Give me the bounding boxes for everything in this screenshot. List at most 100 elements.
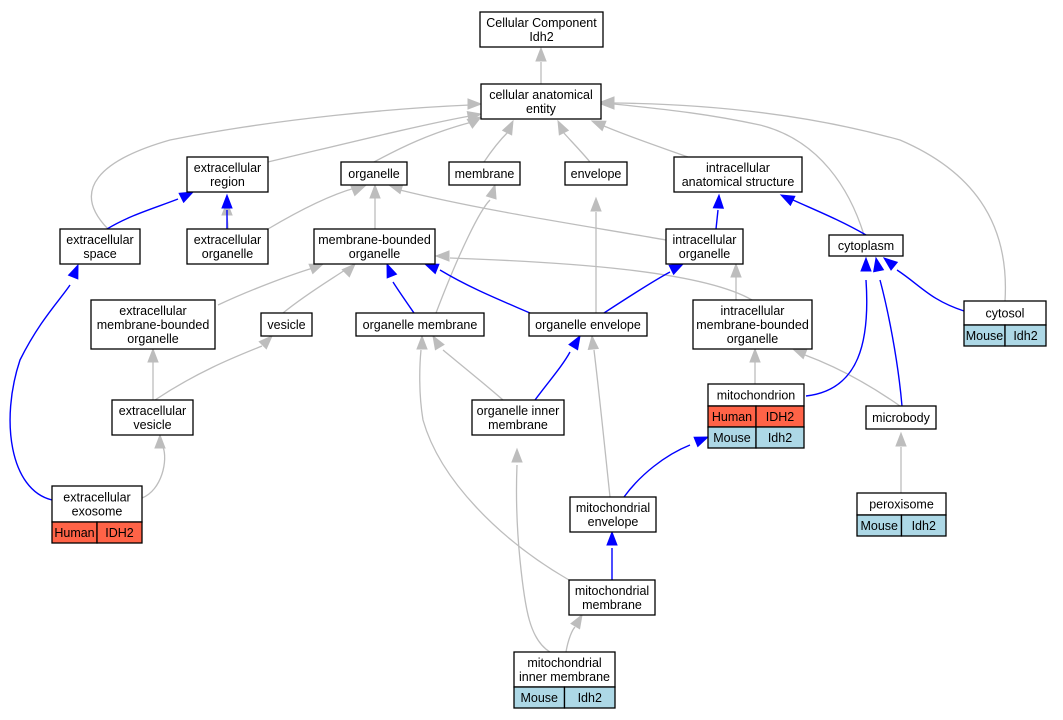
edge-line [399, 189, 667, 241]
edge-arrowhead [423, 263, 440, 275]
edge-arrowhead [587, 334, 600, 351]
node-label: extracellular [194, 233, 261, 247]
edge-arrowhead [258, 335, 273, 350]
node-label: organelle [727, 332, 778, 346]
node-label: organelle inner [477, 404, 560, 418]
edge-arrowhead [791, 348, 808, 360]
go-term-node[interactable]: organelle envelope [528, 312, 648, 337]
edge-line [792, 199, 867, 236]
edge-arrowhead [501, 119, 514, 136]
node-box [51, 485, 143, 523]
edge-arrowhead [590, 120, 607, 132]
edge-line [282, 269, 346, 314]
node-label: entity [526, 102, 557, 116]
edge-arrowhead [350, 185, 367, 197]
human-annotation-cell: IDH2 [755, 405, 805, 428]
cell-label: Mouse [860, 519, 898, 533]
edge-arrowhead [749, 347, 761, 363]
node-label: mitochondrial [527, 656, 601, 670]
go-term-node[interactable]: microbody [865, 405, 937, 430]
human-annotation-cell: IDH2 [96, 521, 143, 544]
node-label: mitochondrion [717, 389, 796, 403]
node-label: intracellular [673, 233, 737, 247]
node-label: organelle [202, 247, 253, 261]
edge-line [593, 349, 611, 498]
edge-line [373, 121, 473, 163]
cell-label: Mouse [520, 691, 558, 705]
edge-arrowhead [557, 119, 570, 136]
edge-arrowhead [434, 250, 450, 262]
edge-arrowhead [712, 193, 725, 209]
node-box [564, 161, 628, 186]
node-label: intracellular [706, 161, 770, 175]
edge-arrowhead [895, 431, 907, 447]
edge-line [267, 115, 471, 163]
edge-arrowhead [606, 530, 618, 546]
node-box [186, 156, 269, 193]
mouse-annotation-cell: Idh2 [900, 514, 947, 537]
edge-line [90, 104, 471, 230]
edge-line [217, 267, 314, 306]
node-box [340, 161, 408, 186]
node-box [963, 300, 1047, 326]
cell-label: Mouse [966, 329, 1004, 343]
node-label: organelle [349, 247, 400, 261]
node-box [513, 651, 616, 688]
cell-label: IDH2 [766, 410, 795, 424]
go-term-node[interactable]: organelle membrane [355, 312, 485, 337]
node-box [355, 312, 485, 337]
node-label: organelle [679, 247, 730, 261]
node-label: vesicle [133, 418, 171, 432]
go-term-node[interactable]: cytoplasm [828, 234, 904, 257]
cell-label: IDH2 [105, 526, 134, 540]
node-label: extracellular [194, 161, 261, 175]
node-box [673, 156, 803, 193]
node-label: extracellular [66, 233, 133, 247]
go-term-node[interactable]: vesicle [260, 312, 313, 337]
mouse-annotation-cell: Idh2 [563, 686, 616, 709]
edge-arrowhead [67, 263, 79, 280]
edge-arrowhead [147, 347, 159, 363]
edge-arrowhead [873, 256, 885, 273]
cell-label: Idh2 [578, 691, 602, 705]
node-label: membrane [582, 598, 642, 612]
node-label: Idh2 [529, 30, 553, 44]
edge-arrowhead [693, 436, 710, 448]
go-term-node[interactable]: envelope [564, 161, 628, 186]
node-label: mitochondrial [575, 584, 649, 598]
node-label: space [83, 247, 116, 261]
edge-arrowhead [485, 183, 497, 200]
node-label: membrane-bounded [696, 318, 809, 332]
edge-arrowhead [882, 257, 899, 271]
node-label: envelope [571, 167, 622, 181]
go-term-node[interactable]: membrane [448, 161, 521, 186]
edge-line [439, 269, 531, 314]
edge-line [141, 446, 166, 499]
edge-line [879, 279, 903, 407]
edge-line [9, 284, 71, 501]
edge-arrowhead [341, 263, 356, 278]
node-label: region [210, 175, 245, 189]
edge-arrowhead [467, 98, 483, 110]
go-term-node[interactable]: organelle [340, 161, 408, 186]
